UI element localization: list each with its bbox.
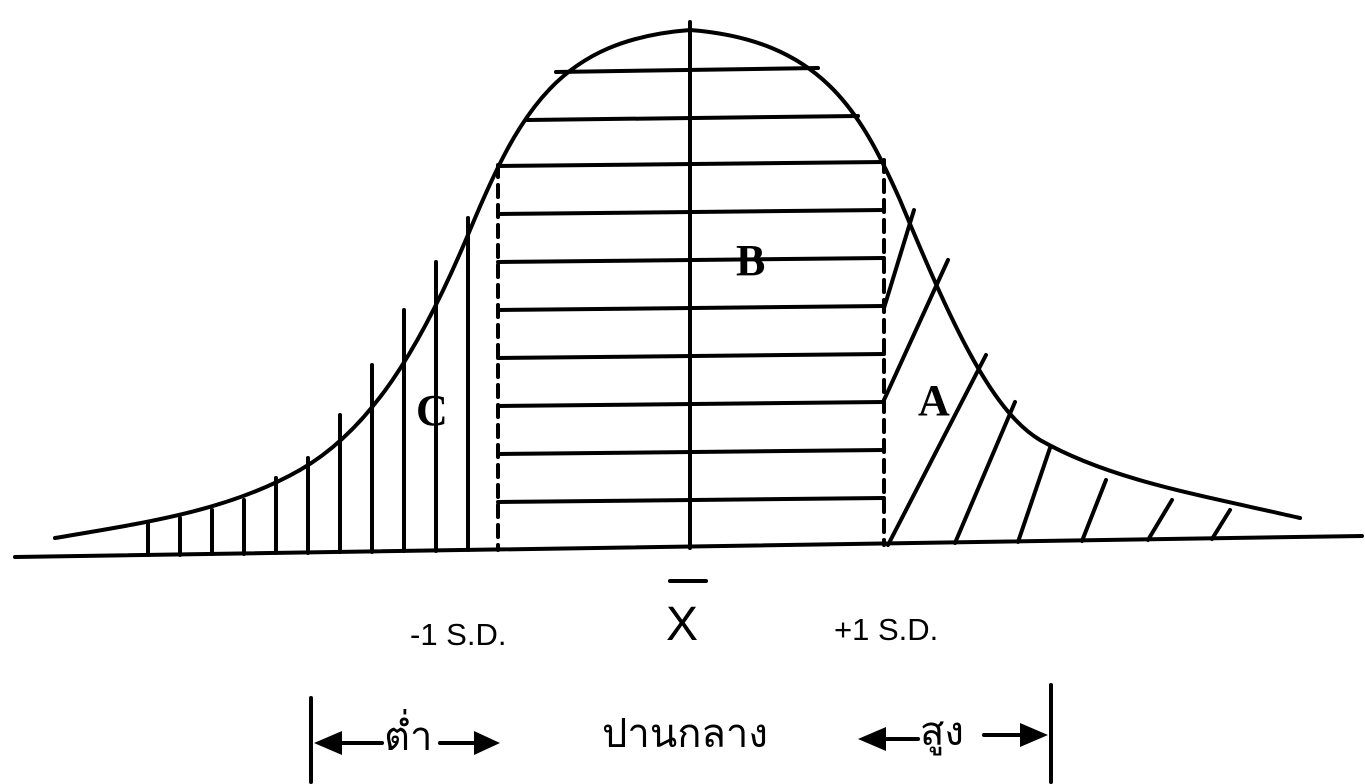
region-b-label: B [736,236,765,285]
middle-group-label: ปานกลาง [602,711,768,757]
region-c-label: C [416,386,448,435]
plus-sd-label: +1 S.D. [834,612,938,647]
low-arrow-head-left [314,731,342,755]
region-b-hatching [496,66,886,504]
minus-sd-label: -1 S.D. [410,617,506,652]
region-c-hatching [146,216,470,557]
low-group-label: ต่ำ [384,709,432,760]
mean-label: X [666,598,698,651]
high-group-label: สูง [920,709,964,755]
high-arrow-head-right [1020,723,1048,747]
high-arrow-head-left [858,727,886,751]
region-a-hatching [882,208,1232,547]
low-arrow-head-right [474,731,500,755]
region-a-label: A [918,376,950,425]
bell-curve [53,28,1302,540]
